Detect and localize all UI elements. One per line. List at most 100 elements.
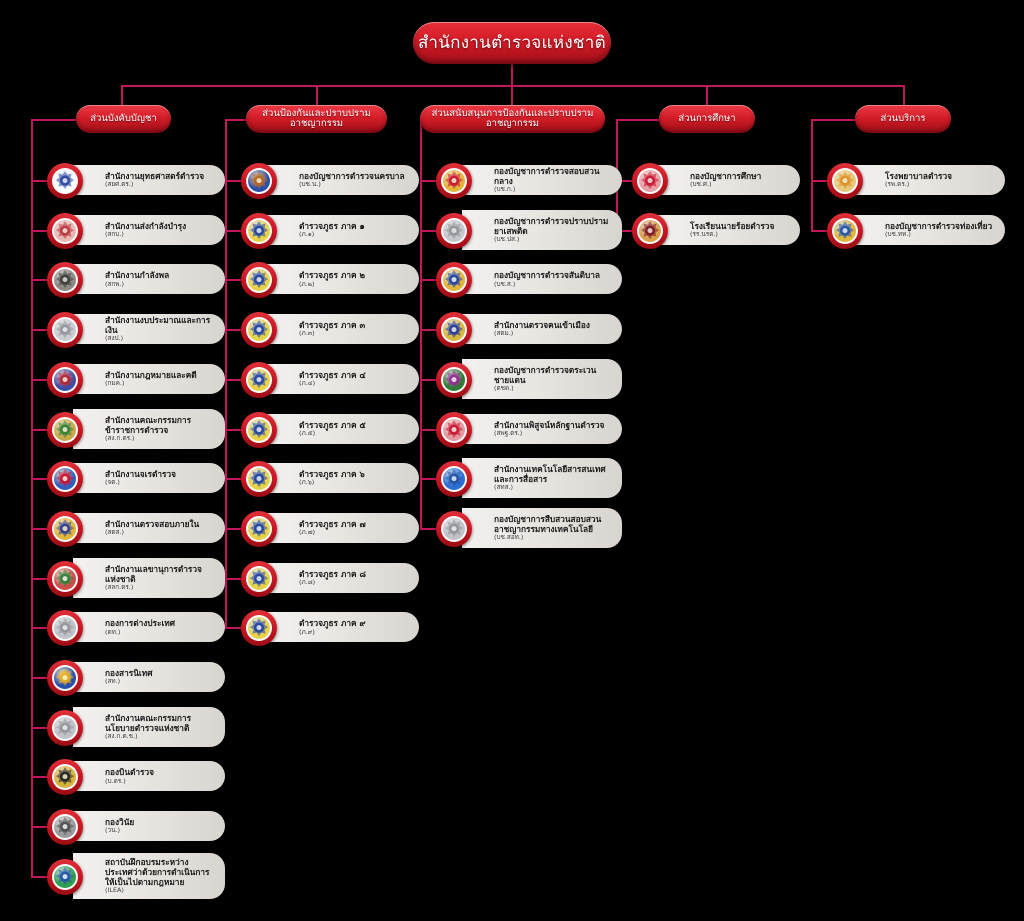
section-header-label: ส่วนการศึกษา	[678, 113, 736, 125]
org-unit-badge-inner	[52, 168, 78, 194]
org-unit-title: ตำรวจภูธร ภาค ๗	[299, 518, 366, 529]
org-unit-badge[interactable]	[47, 759, 83, 796]
org-unit-badge[interactable]	[47, 858, 83, 895]
org-unit-node[interactable]: กองบัญชาการตำรวจท่องเที่ยว(บช.ทท.)	[827, 212, 1005, 249]
org-unit-node[interactable]: กองสารนิเทศ(สท.)	[47, 660, 225, 696]
org-unit-node[interactable]: โรงพยาบาลตำรวจ(รพ.ตร.)	[827, 163, 1005, 199]
org-unit-badge[interactable]	[47, 212, 83, 249]
org-unit-node[interactable]: สถาบันฝึกอบรมระหว่างประเทศว่าด้วยการดำเน…	[47, 852, 225, 899]
globe-emblem	[54, 617, 76, 640]
org-unit-title: กองบัญชาการตำรวจท่องเที่ยว	[885, 220, 993, 231]
connector-stub	[225, 627, 245, 630]
org-unit-badge[interactable]	[436, 510, 472, 547]
org-unit-badge[interactable]	[827, 212, 863, 249]
connector-stub	[225, 329, 245, 332]
org-unit-node[interactable]: กองบินตำรวจ(บ.ตร.)	[47, 759, 225, 796]
section-header-prevention[interactable]: ส่วนป้องกันและปราบปรามอาชญากรรม	[246, 105, 387, 133]
org-unit-badge[interactable]	[241, 212, 277, 249]
org-unit-node[interactable]: สำนักงานเลขานุการตำรวจแห่งชาติ(สลก.ตร.)	[47, 557, 225, 598]
section-header-command[interactable]: ส่วนบังคับบัญชา	[76, 105, 171, 133]
org-unit-node[interactable]: สำนักงานตรวจคนเข้าเมือง(สตม.)	[436, 312, 622, 349]
org-unit-badge[interactable]	[47, 560, 83, 597]
org-unit-node[interactable]: สำนักงานงบประมาณและการเงิน(สงป.)	[47, 312, 225, 349]
org-unit-node[interactable]: กองบัญชาการศึกษา(บช.ศ.)	[632, 163, 800, 199]
org-unit-badge[interactable]	[436, 312, 472, 349]
org-unit-badge[interactable]	[436, 461, 472, 498]
org-unit-badge-inner	[637, 168, 663, 194]
org-unit-node[interactable]: สำนักงานยุทธศาสตร์ตำรวจ(สยศ.ตร.)	[47, 163, 225, 199]
org-unit-badge-inner	[52, 217, 78, 244]
org-unit-badge[interactable]	[47, 709, 83, 746]
connector-stub	[31, 428, 51, 431]
org-unit-node[interactable]: กองบัญชาการตำรวจนครบาล(บช.น.)	[241, 163, 419, 199]
section-header-education[interactable]: ส่วนการศึกษา	[659, 105, 755, 133]
org-unit-badge[interactable]	[827, 163, 863, 199]
org-unit-badge[interactable]	[436, 262, 472, 299]
org-unit-badge[interactable]	[47, 312, 83, 349]
org-unit-node[interactable]: กองบัญชาการตำรวจสันติบาล(บช.ส.)	[436, 262, 622, 299]
org-unit-badge[interactable]	[47, 660, 83, 696]
org-unit-badge-inner	[52, 565, 78, 592]
org-unit-node[interactable]: สำนักงานเทคโนโลยีสารสนเทศและการสื่อสาร(ส…	[436, 458, 622, 499]
org-unit-node[interactable]: กองวินัย(วน.)	[47, 809, 225, 846]
org-unit-node[interactable]: ตำรวจภูธร ภาค ๖(ภ.๖)	[241, 461, 419, 498]
org-unit-node[interactable]: โรงเรียนนายร้อยตำรวจ(รร.นรต.)	[632, 212, 800, 249]
section-header-service[interactable]: ส่วนบริการ	[855, 105, 951, 133]
org-unit-node[interactable]: กองบัญชาการตำรวจปราบปรามยาเสพติด(บช.ปส.)	[436, 209, 622, 250]
org-unit-badge[interactable]	[47, 411, 83, 448]
org-unit-node[interactable]: ตำรวจภูธร ภาค ๔(ภ.๔)	[241, 361, 419, 398]
org-unit-node[interactable]: กองการต่างประเทศ(ตท.)	[47, 610, 225, 647]
org-unit-node[interactable]: กองบัญชาการสืบสวนสอบสวนอาชญากรรมทางเทคโน…	[436, 507, 622, 548]
org-unit-badge[interactable]	[47, 809, 83, 846]
org-unit-node[interactable]: สำนักงานคณะกรรมการข้าราชการตำรวจ(สง.ก.ตร…	[47, 408, 225, 449]
org-unit-badge[interactable]	[436, 163, 472, 199]
org-unit-badge[interactable]	[47, 361, 83, 398]
org-unit-node[interactable]: สำนักงานจเรตำรวจ(จต.)	[47, 461, 225, 498]
org-unit-node[interactable]: ตำรวจภูธร ภาค ๓(ภ.๓)	[241, 312, 419, 349]
org-unit-node[interactable]: กองบัญชาการตำรวจสอบสวนกลาง(บช.ก.)	[436, 163, 622, 199]
org-unit-badge[interactable]	[241, 312, 277, 349]
org-unit-pill: สำนักงานงบประมาณและการเงิน(สงป.)	[73, 314, 225, 345]
org-unit-badge[interactable]	[47, 262, 83, 299]
org-unit-badge[interactable]	[436, 212, 472, 249]
org-unit-badge[interactable]	[241, 163, 277, 199]
org-unit-badge[interactable]	[241, 510, 277, 547]
org-unit-node[interactable]: ตำรวจภูธร ภาค ๗(ภ.๗)	[241, 510, 419, 547]
org-unit-node[interactable]: ตำรวจภูธร ภาค ๒(ภ.๒)	[241, 262, 419, 299]
org-unit-node[interactable]: สำนักงานพิสูจน์หลักฐานตำรวจ(สพฐ.ตร.)	[436, 411, 622, 448]
org-unit-badge[interactable]	[47, 610, 83, 647]
org-unit-node[interactable]: สำนักงานกำลังพล(สกพ.)	[47, 262, 225, 299]
org-unit-badge[interactable]	[241, 560, 277, 597]
org-unit-badge[interactable]	[47, 163, 83, 199]
org-unit-badge[interactable]	[436, 411, 472, 448]
org-unit-node[interactable]: ตำรวจภูธร ภาค ๕(ภ.๕)	[241, 411, 419, 448]
org-unit-node[interactable]: สำนักงานคณะกรรมการนโยบายตำรวจแห่งชาติ(สง…	[47, 706, 225, 747]
org-unit-title: ตำรวจภูธร ภาค ๖	[299, 469, 365, 480]
org-unit-title: โรงพยาบาลตำรวจ	[885, 171, 952, 182]
org-unit-badge[interactable]	[47, 510, 83, 547]
org-unit-abbr: (บช.ปส.)	[494, 234, 520, 243]
org-unit-badge[interactable]	[47, 461, 83, 498]
connector-drop-section-0	[121, 85, 123, 105]
org-unit-badge[interactable]	[632, 212, 668, 249]
org-unit-node[interactable]: ตำรวจภูธร ภาค ๙(ภ.๙)	[241, 610, 419, 647]
org-unit-badge[interactable]	[241, 610, 277, 647]
connector-stub	[31, 677, 51, 679]
root-node[interactable]: สำนักงานตำรวจแห่งชาติ	[413, 22, 611, 64]
org-unit-node[interactable]: สำนักงานตรวจสอบภายใน(สตส.)	[47, 510, 225, 547]
org-unit-badge[interactable]	[632, 163, 668, 199]
org-unit-node[interactable]: กองบัญชาการตำรวจตระเวนชายแดน(ตชด.)	[436, 358, 622, 399]
section-header-support[interactable]: ส่วนสนับสนุนการป้องกันและปราบปรามอาชญากร…	[420, 105, 605, 133]
org-unit-badge[interactable]	[241, 262, 277, 299]
org-unit-node[interactable]: ตำรวจภูธร ภาค ๘(ภ.๘)	[241, 560, 419, 597]
org-unit-node[interactable]: สำนักงานกฎหมายและคดี(กมค.)	[47, 361, 225, 398]
org-unit-node[interactable]: ตำรวจภูธร ภาค ๑(ภ.๑)	[241, 212, 419, 249]
org-unit-title: ตำรวจภูธร ภาค ๕	[299, 419, 366, 430]
org-unit-badge[interactable]	[241, 411, 277, 448]
org-unit-node[interactable]: สำนักงานส่งกำลังบำรุง(สกบ.)	[47, 212, 225, 249]
org-unit-abbr: (สกพ.)	[105, 279, 125, 288]
org-unit-badge[interactable]	[436, 361, 472, 398]
org-unit-badge[interactable]	[241, 461, 277, 498]
org-unit-badge[interactable]	[241, 361, 277, 398]
org-unit-badge-inner	[441, 217, 467, 244]
